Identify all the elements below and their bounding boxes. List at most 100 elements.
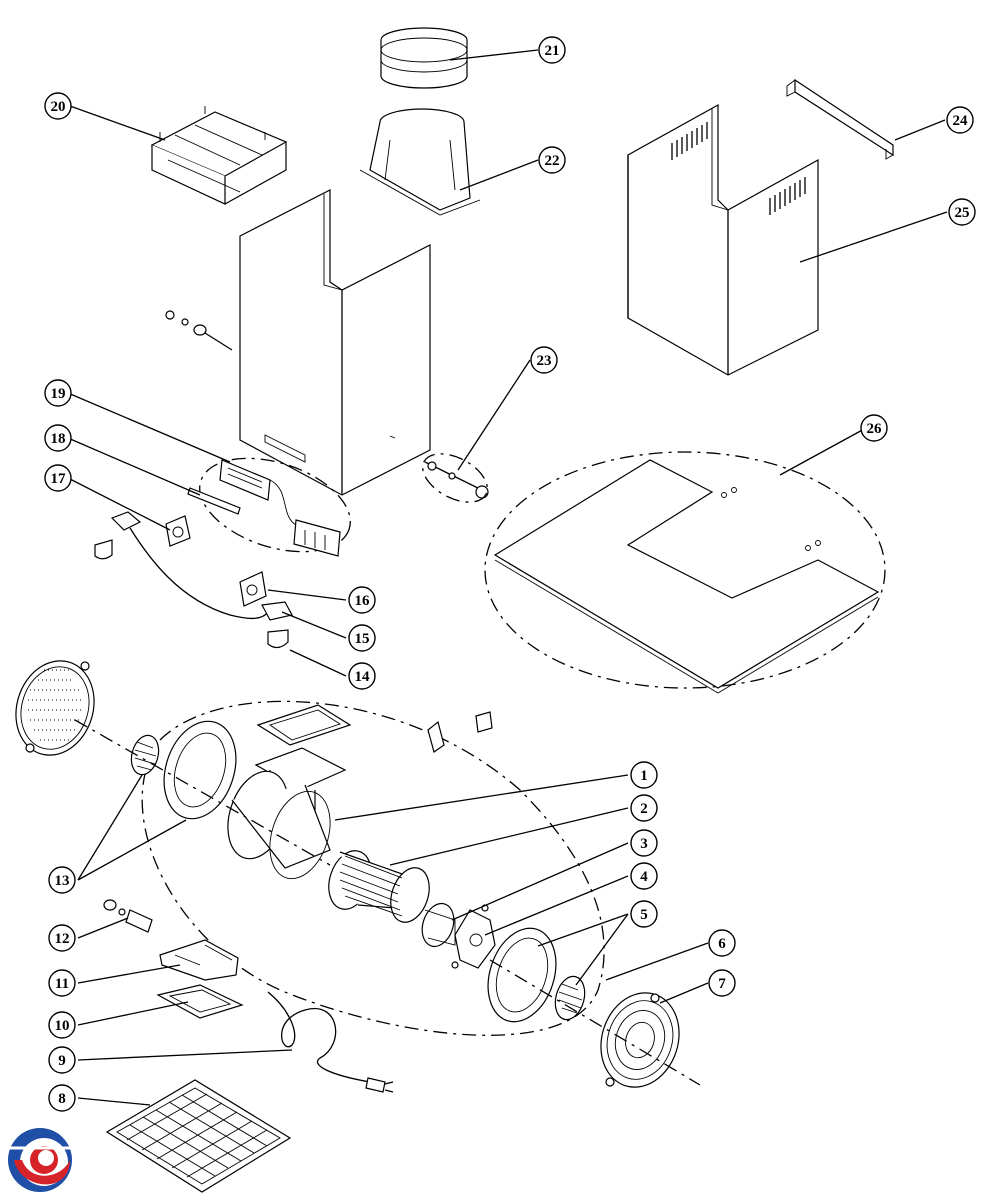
part-13-grille-small-left [130,734,160,776]
callout-circle [630,829,658,857]
callout-label: 7 [718,976,726,992]
callout-label: 19 [51,386,66,402]
part-21-duct-collar [380,27,468,89]
callout-19: 19 [44,379,72,407]
callout-17: 17 [44,464,72,492]
callout-label: 2 [640,801,648,817]
assembly-axis [74,719,701,1086]
callout-circle [48,1011,76,1039]
callout-label: 5 [640,907,648,923]
control-board-group [187,457,351,557]
callout-circle [348,586,376,614]
callout-1: 1 [630,761,658,789]
callout-circle [348,624,376,652]
callout-circle [348,662,376,690]
leader-lines [67,49,948,1106]
callout-circle [630,761,658,789]
callout-circle [948,198,976,226]
callout-21: 21 [538,36,566,64]
part-5-grille-small-right [554,975,586,1021]
callout-circle [708,969,736,997]
part-13-inlet-ring [163,720,237,820]
callout-label: 25 [955,205,970,221]
callout-9: 9 [48,1046,76,1074]
callout-7: 7 [708,969,736,997]
part-1-blower-housing [227,704,493,880]
vent-slots-upper [671,122,806,215]
part-20-mounting-frame [150,106,288,205]
callout-16: 16 [348,586,376,614]
callout-label: 13 [55,873,70,889]
callout-circle [538,146,566,174]
part-8-mesh-filter [105,1079,292,1193]
callout-circle [946,106,974,134]
callout-12: 12 [48,924,76,952]
callout-circle [860,414,888,442]
callout-23: 23 [530,346,558,374]
callout-11: 11 [48,969,76,997]
callout-4: 4 [630,862,658,890]
part-22-transition-duct [359,108,481,216]
callout-circle [48,866,76,894]
callout-circle [48,924,76,952]
callout-24: 24 [946,106,974,134]
callout-14: 14 [348,662,376,690]
callout-13: 13 [48,866,76,894]
callout-15: 15 [348,624,376,652]
callout-circle [708,929,736,957]
callout-circle [48,1084,76,1112]
screw-set-left [165,310,233,351]
callout-2: 2 [630,794,658,822]
perforation-pattern [28,669,82,741]
callout-22: 22 [538,146,566,174]
callout-8: 8 [48,1084,76,1112]
callout-label: 18 [51,431,66,447]
callout-circle [44,424,72,452]
part-3-motor [421,902,456,948]
callout-label: 23 [537,353,552,369]
callout-label: 22 [545,153,560,169]
part-24-bracket [786,78,894,160]
callout-label: 15 [355,631,370,647]
callout-circle [44,92,72,120]
callout-label: 1 [640,768,648,784]
callout-26: 26 [860,414,888,442]
part-11-control-box [159,939,239,981]
callout-label: 11 [55,976,69,992]
part-26-glass-canopy [484,451,886,694]
callout-label: 21 [545,43,560,59]
callout-circle [48,1046,76,1074]
callout-label: 4 [640,869,648,885]
callout-circle [530,346,558,374]
part-4-motor-bracket [451,904,496,969]
lamp-wiring [94,511,293,649]
part-9-power-cord [267,991,394,1093]
chimney-housing [239,189,431,496]
callout-10: 10 [48,1011,76,1039]
filter-cover-left [15,660,95,756]
callout-label: 17 [51,471,67,487]
part-25-upper-chimney [627,103,819,376]
part-2-blower-wheel [328,850,430,923]
callout-3: 3 [630,829,658,857]
callout-6: 6 [708,929,736,957]
callout-label: 3 [640,836,648,852]
callout-group: 1234567891011121314151617181920212223242… [44,36,976,1112]
callout-label: 9 [58,1053,66,1069]
callout-circle [44,464,72,492]
part-16-bracket [239,571,267,607]
callout-18: 18 [44,424,72,452]
callout-circle [630,794,658,822]
callout-circle [48,969,76,997]
callout-label: 26 [867,421,883,437]
callout-5: 5 [630,900,658,928]
callout-25: 25 [948,198,976,226]
part-12-capacitor [103,899,153,933]
part-10-light-panel [156,984,244,1019]
callout-circle [630,862,658,890]
part-17-lamp-bracket [165,515,191,547]
brand-logo [8,1128,72,1192]
callout-label: 10 [55,1018,70,1034]
callout-label: 14 [355,669,371,685]
